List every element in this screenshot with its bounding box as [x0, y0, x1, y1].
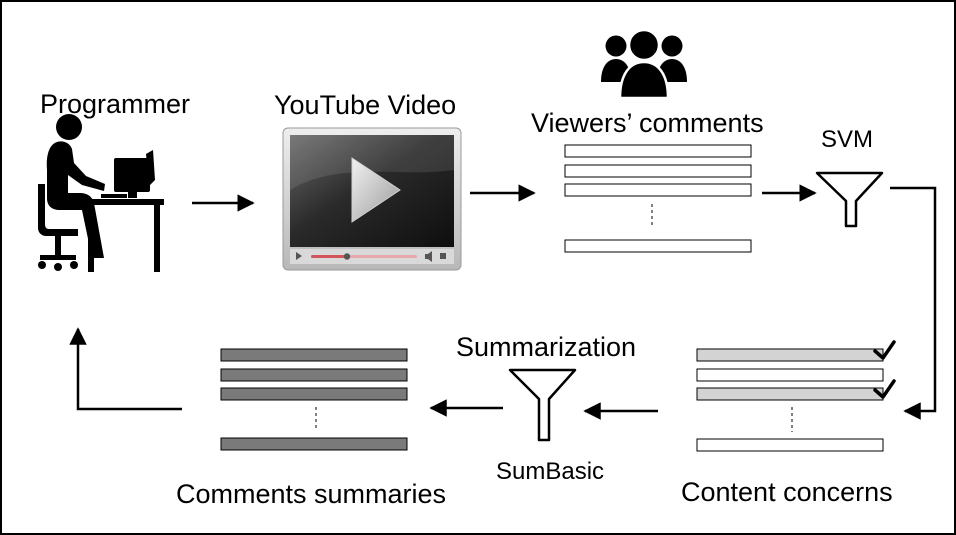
summary-row — [220, 368, 408, 382]
comment-row — [564, 164, 752, 178]
group-icon — [601, 28, 687, 100]
content-concerns-list — [696, 348, 884, 452]
comment-row — [564, 183, 752, 197]
filter-icon — [508, 368, 577, 442]
summaries-label: Comments summaries — [176, 479, 447, 509]
summarization-label: Summarization — [456, 332, 637, 362]
programmer-icon — [38, 114, 164, 272]
concern-row — [696, 348, 884, 362]
video-label: YouTube Video — [274, 90, 457, 120]
sumbasic-label: SumBasic — [496, 458, 605, 485]
arrow-svm-content — [890, 186, 937, 420]
filter-icon — [815, 171, 884, 228]
arrow-summaries-programmer — [69, 327, 182, 411]
comment-row — [564, 239, 752, 253]
summary-row — [220, 348, 408, 362]
summary-row — [220, 387, 408, 401]
comments-list — [564, 144, 752, 253]
concern-row — [696, 368, 884, 382]
comment-row — [564, 144, 752, 158]
content-concerns-label: Content concerns — [681, 477, 893, 507]
concern-row — [696, 387, 884, 401]
checkmark-icon — [873, 379, 896, 399]
summaries-list — [220, 348, 408, 451]
concern-row — [696, 438, 884, 452]
checkmark-icon — [873, 340, 896, 360]
comments-label: Viewers’ comments — [531, 108, 764, 138]
svm-label: SVM — [821, 126, 874, 153]
video-player-icon — [282, 127, 462, 271]
summary-row — [220, 437, 408, 451]
programmer-label: Programmer — [40, 89, 191, 119]
